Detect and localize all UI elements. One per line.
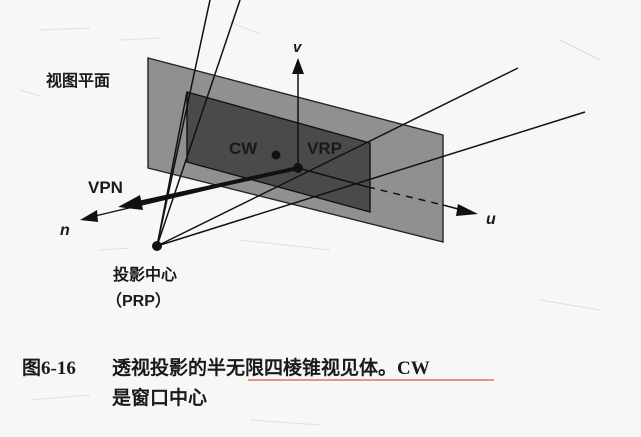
- cw-point: [271, 150, 281, 160]
- cw-label: CW: [229, 139, 258, 158]
- caption-line-2: 是窗口中心: [112, 386, 207, 409]
- vpn-label: VPN: [88, 178, 123, 197]
- v-axis-arrowhead: [292, 58, 304, 74]
- n-axis-arrowhead: [80, 210, 98, 222]
- prp-abbr-label: （PRP）: [106, 292, 171, 310]
- vpn-arrowhead: [118, 195, 143, 210]
- prp-name-label: 投影中心: [113, 265, 177, 284]
- view-volume-edges: [156, 0, 586, 247]
- vrp-label: VRP: [307, 139, 342, 158]
- vpn-vector: [137, 166, 299, 205]
- u-axis-arrowhead: [456, 204, 478, 216]
- n-axis-label: n: [60, 222, 70, 239]
- u-axis-label: u: [486, 211, 496, 228]
- caption-line-1: 透视投影的半无限四棱锥视见体。CW: [112, 356, 430, 379]
- v-axis-label: v: [293, 39, 303, 56]
- vrp-point: [293, 163, 303, 173]
- prp-point: [152, 241, 162, 251]
- scan-noise: [19, 21, 601, 426]
- figure-number: 图6-16: [22, 357, 76, 379]
- view-plane-label: 视图平面: [46, 71, 110, 90]
